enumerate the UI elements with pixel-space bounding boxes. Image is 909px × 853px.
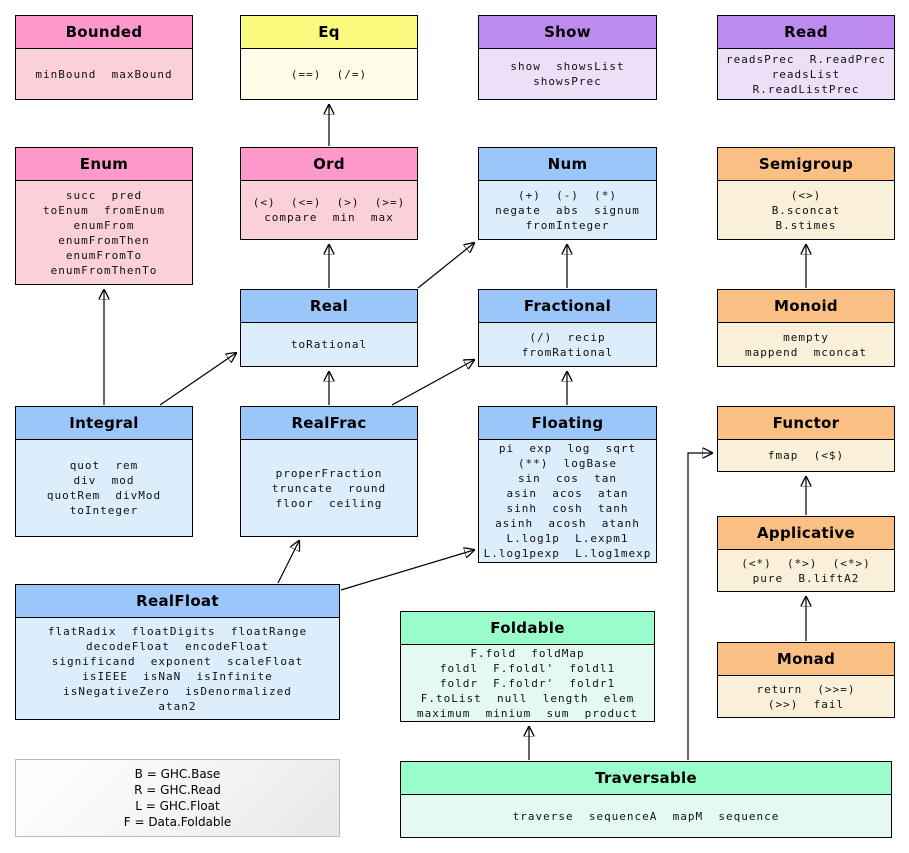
class-read: Read readsPrec R.readPrec readsList R.re… <box>717 15 895 100</box>
class-realfrac: RealFrac properFraction truncate round f… <box>240 406 418 537</box>
class-realfrac-title: RealFrac <box>241 407 417 440</box>
class-eq-title: Eq <box>241 16 417 49</box>
class-traversable-title: Traversable <box>401 762 891 795</box>
class-num-title: Num <box>479 148 656 181</box>
class-integral-title: Integral <box>16 407 192 440</box>
class-num: Num (+) (-) (*) negate abs signum fromIn… <box>478 147 657 240</box>
class-ord-methods: (<) (<=) (>) (>=) compare min max <box>241 181 417 239</box>
class-realfrac-methods: properFraction truncate round floor ceil… <box>241 440 417 536</box>
class-realfloat-methods: flatRadix floatDigits floatRange decodeF… <box>16 618 339 719</box>
class-ord-title: Ord <box>241 148 417 181</box>
class-floating-methods: pi exp log sqrt (**) logBase sin cos tan… <box>479 440 656 562</box>
class-foldable-title: Foldable <box>401 612 654 645</box>
class-functor-methods: fmap (<$) <box>718 440 894 471</box>
class-monoid-methods: mempty mappend mconcat <box>718 323 894 366</box>
class-functor-title: Functor <box>718 407 894 440</box>
class-applicative-methods: (<*) (*>) (<*>) pure B.liftA2 <box>718 550 894 591</box>
class-monoid-title: Monoid <box>718 290 894 323</box>
class-read-title: Read <box>718 16 894 49</box>
class-read-methods: readsPrec R.readPrec readsList R.readLis… <box>718 49 894 99</box>
class-monoid: Monoid mempty mappend mconcat <box>717 289 895 367</box>
class-floating-title: Floating <box>479 407 656 440</box>
class-fractional-methods: (/) recip fromRational <box>479 323 656 366</box>
class-bounded-methods: minBound maxBound <box>16 49 192 99</box>
class-fractional: Fractional (/) recip fromRational <box>478 289 657 367</box>
class-realfloat-title: RealFloat <box>16 585 339 618</box>
edge-traversable-functor <box>687 453 712 760</box>
edge-realfloat-realfrac <box>277 541 299 584</box>
class-enum-title: Enum <box>16 148 192 181</box>
class-realfloat: RealFloat flatRadix floatDigits floatRan… <box>15 584 340 720</box>
class-integral-methods: quot rem div mod quotRem divMod toIntege… <box>16 440 192 536</box>
class-monad-methods: return (>>=) (>>) fail <box>718 676 894 717</box>
class-enum-methods: succ pred toEnum fromEnum enumFrom enumF… <box>16 181 192 284</box>
class-monad-title: Monad <box>718 643 894 676</box>
class-foldable: Foldable F.fold foldMap foldl F.foldl' f… <box>400 611 655 722</box>
class-traversable-methods: traverse sequenceA mapM sequence <box>401 795 891 837</box>
class-real: Real toRational <box>240 289 418 367</box>
class-real-methods: toRational <box>241 323 417 366</box>
class-semigroup: Semigroup (<>) B.sconcat B.stimes <box>717 147 895 240</box>
class-ord: Ord (<) (<=) (>) (>=) compare min max <box>240 147 418 240</box>
class-functor: Functor fmap (<$) <box>717 406 895 472</box>
class-bounded-title: Bounded <box>16 16 192 49</box>
class-monad: Monad return (>>=) (>>) fail <box>717 642 895 718</box>
class-real-title: Real <box>241 290 417 323</box>
class-applicative-title: Applicative <box>718 517 894 550</box>
legend-box: B = GHC.Base R = GHC.Read L = GHC.Float … <box>15 759 340 837</box>
class-floating: Floating pi exp log sqrt (**) logBase si… <box>478 406 657 563</box>
class-eq-methods: (==) (/=) <box>241 49 417 99</box>
class-fractional-title: Fractional <box>479 290 656 323</box>
edge-integral-real <box>159 353 236 406</box>
class-foldable-methods: F.fold foldMap foldl F.foldl' foldl1 fol… <box>401 645 654 721</box>
class-show: Show show showsList showsPrec <box>478 15 657 100</box>
class-show-methods: show showsList showsPrec <box>479 49 656 99</box>
class-semigroup-methods: (<>) B.sconcat B.stimes <box>718 181 894 239</box>
class-traversable: Traversable traverse sequenceA mapM sequ… <box>400 761 892 838</box>
class-applicative: Applicative (<*) (*>) (<*>) pure B.liftA… <box>717 516 895 592</box>
class-eq: Eq (==) (/=) <box>240 15 418 100</box>
edge-realfloat-floating <box>340 550 474 591</box>
class-enum: Enum succ pred toEnum fromEnum enumFrom … <box>15 147 193 285</box>
edge-real-num <box>417 243 474 289</box>
class-bounded: Bounded minBound maxBound <box>15 15 193 100</box>
class-semigroup-title: Semigroup <box>718 148 894 181</box>
class-integral: Integral quot rem div mod quotRem divMod… <box>15 406 193 537</box>
class-num-methods: (+) (-) (*) negate abs signum fromIntege… <box>479 181 656 239</box>
class-show-title: Show <box>479 16 656 49</box>
